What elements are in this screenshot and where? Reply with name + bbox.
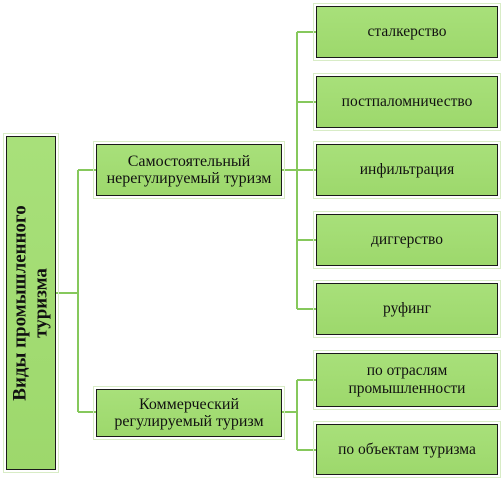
leaf-infiltration-label: инфильтрация <box>359 161 455 178</box>
leaf-stalking: сталкерство <box>313 3 501 61</box>
root-label-line2: туризма <box>31 268 52 338</box>
root-node: Виды промышленного туризма <box>3 133 59 473</box>
leaf-digging-label: диггерство <box>371 231 443 248</box>
leaf-postpilgrimage-label: постпаломничество <box>341 93 473 110</box>
branch-commercial: Коммерческий регулируемый туризм <box>93 386 285 440</box>
leaf-by-objects: по объектам туризма <box>313 421 501 478</box>
leaf-roofing-label: руфинг <box>383 300 431 317</box>
leaf-roofing: руфинг <box>313 280 501 338</box>
branch-commercial-label: Коммерческий регулируемый туризм <box>114 396 264 430</box>
leaf-digging: диггерство <box>313 211 501 269</box>
root-label: Виды промышленного туризма <box>10 205 52 400</box>
leaf-by-objects-label: по объектам туризма <box>338 440 476 458</box>
root-label-line1: Виды промышленного <box>10 205 31 401</box>
leaf-by-industry: по отраслям промышленности <box>313 350 501 410</box>
leaf-by-industry-label: по отраслям промышленности <box>348 362 466 397</box>
leaf-stalking-label: сталкерство <box>367 23 447 40</box>
branch-independent: Самостоятельный нерегулируемый туризм <box>93 141 285 199</box>
branch-independent-label: Самостоятельный нерегулируемый туризм <box>106 153 272 187</box>
leaf-postpilgrimage: постпаломничество <box>313 73 501 131</box>
leaf-infiltration: инфильтрация <box>313 141 501 199</box>
